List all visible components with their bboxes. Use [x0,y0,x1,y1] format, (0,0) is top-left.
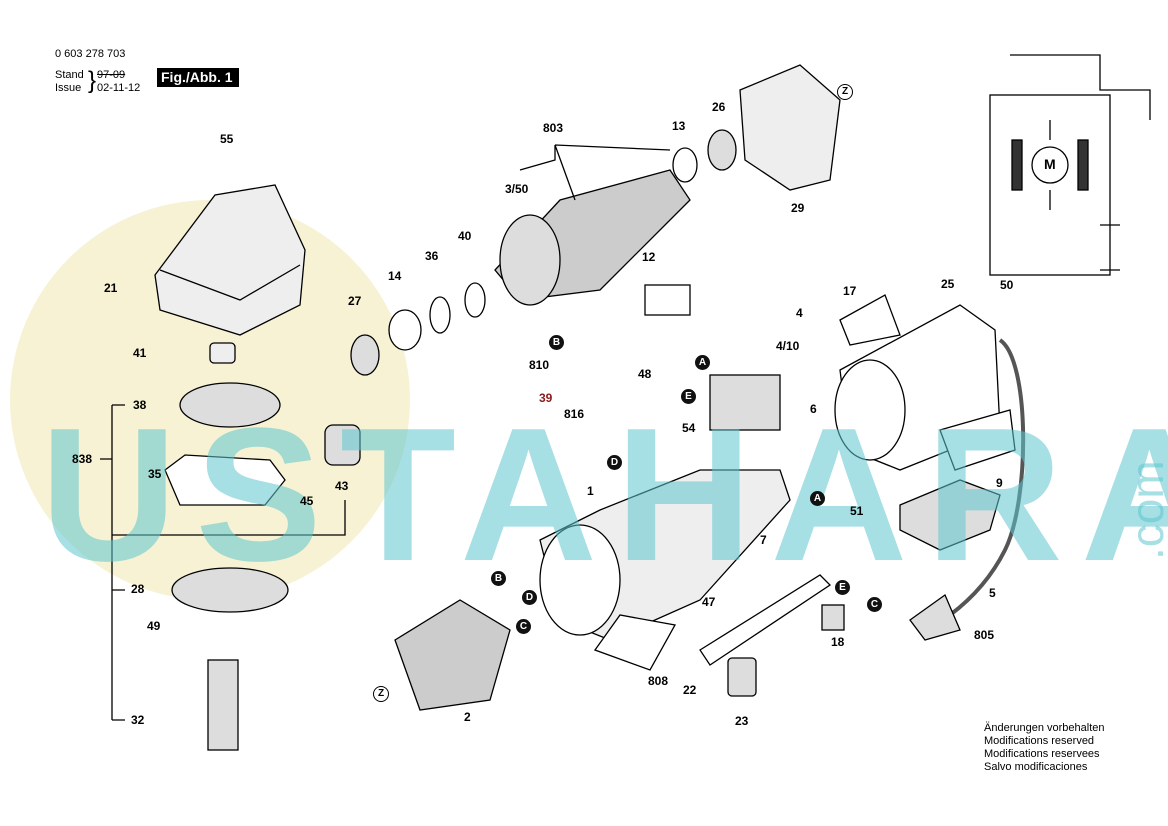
part-label: 22 [683,683,697,697]
connector-marker: E [681,389,696,404]
label-part-9 [939,409,1016,471]
part-label: 4/10 [776,339,800,353]
part-label: 55 [220,132,234,146]
connector-marker: C [516,619,531,634]
bearing-part-41 [209,342,236,364]
stator-part [394,599,511,711]
capacitor-part-12 [644,284,691,316]
connector-marker: Z [837,84,853,100]
part-label: 805 [974,628,995,642]
wiring-schematic [989,54,1151,276]
connector-marker: A [695,355,710,370]
motor-symbol-label: M [1044,156,1056,172]
connector-marker: D [607,455,622,470]
connector-marker: C [867,597,882,612]
brush-holder-part [709,374,781,431]
connector-marker: D [522,590,537,605]
note-line: Salvo modificaciones [984,761,1088,773]
part-label: 48 [638,367,652,381]
switch-button-part-23 [727,657,757,697]
part-label: 47 [702,595,716,609]
part-label: 808 [648,674,669,688]
part-label: 17 [843,284,857,298]
part-number: 0 603 278 703 [55,48,126,60]
connector-marker: E [835,580,850,595]
part-label: 43 [335,479,349,493]
stand-label: Stand [55,69,84,81]
connector-marker: B [491,571,506,586]
brace: } [88,67,97,94]
part-label: 5 [989,586,996,600]
part-label: 1 [587,484,594,498]
watermark-suffix: .com [1121,460,1168,560]
part-label: 32 [131,713,145,727]
part-label: 6 [810,402,817,416]
note-line: Modifications reservees [984,748,1100,760]
pinion-part-43 [324,424,361,466]
spindle-part-32 [207,659,239,751]
gear-housing-part [154,184,306,336]
connector-marker: B [549,335,564,350]
label-part-17 [839,294,901,346]
part-label: 25 [941,277,955,291]
part-label: 7 [760,533,767,547]
issue-value: 02-11-12 [97,82,141,94]
part-label: 41 [133,346,147,360]
part-label: 26 [712,100,726,114]
part-label: 27 [348,294,362,308]
bevel-gear-part-38 [179,382,281,428]
part-label: 803 [543,121,564,135]
label-part-808 [593,614,677,671]
spring-part-18 [821,604,845,631]
fan-cover-part [739,64,841,191]
connector-marker: A [810,491,825,506]
part-label: 45 [300,494,314,508]
parts [100,54,1151,751]
part-label: 39 [539,391,553,405]
part-label: 4 [796,306,803,320]
connector-marker: Z [373,686,389,702]
part-label: 3/50 [505,182,529,196]
slide-switch-part [699,574,832,666]
part-label: 40 [458,229,472,243]
part-label: 54 [682,421,696,435]
bearing-flange-part-28 [171,567,289,613]
part-label: 18 [831,635,845,649]
part-label: 9 [996,476,1003,490]
part-label: 35 [148,467,162,481]
part-label: 14 [388,269,402,283]
part-label: 28 [131,582,145,596]
part-label: 49 [147,619,161,633]
part-label: 2 [464,710,471,724]
power-cable-part [948,338,1026,617]
part-label: 21 [104,281,118,295]
issue-label: Issue [55,82,82,94]
part-label: 50 [1000,278,1014,292]
part-label: 13 [672,119,686,133]
part-label: 51 [850,504,864,518]
part-label: 838 [72,452,93,466]
part-label: 38 [133,398,147,412]
stand-value: 97-09 [97,69,126,81]
watermark: USTAHARA [40,389,1168,601]
part-label: 36 [425,249,439,263]
note-line: Modifications reserved [984,735,1095,747]
part-label: 816 [564,407,585,421]
part-label: 12 [642,250,656,264]
note-line: Änderungen vorbehalten [984,722,1105,734]
plug-part [909,594,961,641]
gasket-part-35 [164,454,286,506]
figure-label: Fig./Abb. 1 [157,68,239,87]
switch-part [899,479,1001,551]
part-label: 810 [529,358,550,372]
part-label: 29 [791,201,805,215]
part-label: 23 [735,714,749,728]
